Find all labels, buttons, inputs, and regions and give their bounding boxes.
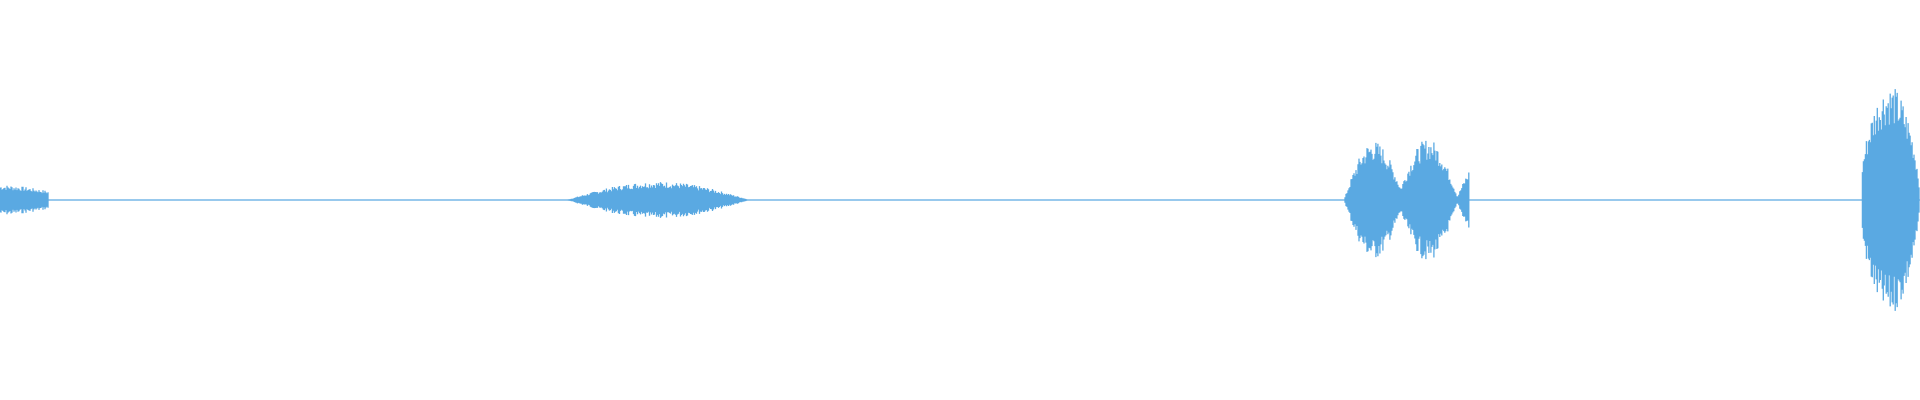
waveform-envelope — [566, 182, 751, 218]
waveform-segment — [1344, 140, 1470, 260]
waveform-segment — [566, 182, 751, 218]
waveform-segments — [0, 89, 1920, 311]
waveform-envelope — [1861, 89, 1920, 311]
waveform-envelope — [0, 185, 49, 215]
waveform-segment — [0, 185, 49, 215]
waveform-segment — [1861, 89, 1920, 311]
waveform-envelope — [1344, 140, 1470, 260]
